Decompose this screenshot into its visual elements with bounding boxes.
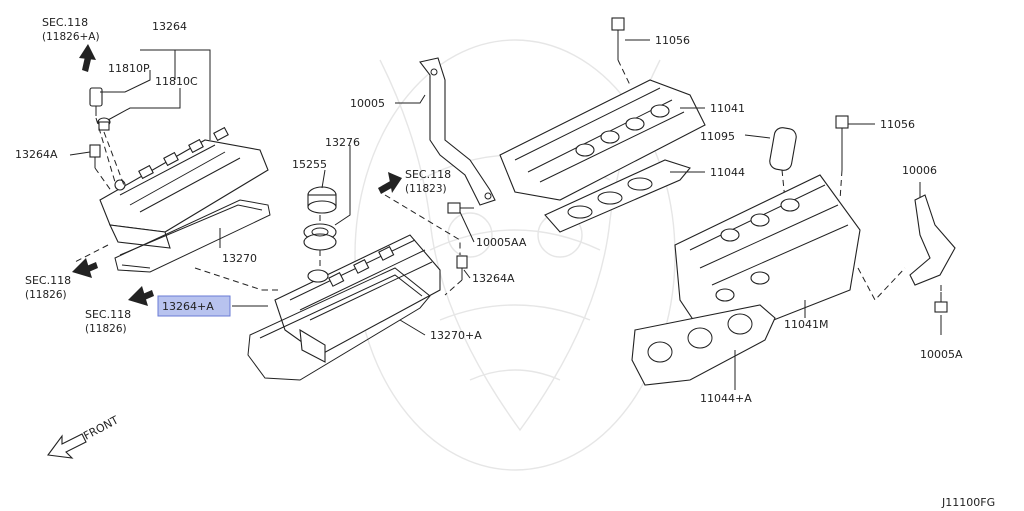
head-bolt-right[interactable] [835,115,849,170]
label-13270[interactable]: 13270 [222,252,257,265]
label-13264A-mid[interactable]: 13264A [472,272,515,285]
diagram-code: J11100FG [941,496,995,509]
label-sec118-lower-ref: (11826) [85,323,127,335]
head-gasket-lower[interactable] [631,304,776,386]
oil-filler-cap[interactable] [307,186,337,214]
head-bolt-top[interactable] [611,17,625,60]
head-gasket-upper[interactable] [544,159,691,233]
cover-bolt-center[interactable] [456,255,468,280]
label-11041M[interactable]: 11041M [784,318,828,331]
arrow-sec118-mid-icon [378,172,402,194]
leader-lines [69,39,942,390]
arrow-sec118-lower-icon [128,286,154,306]
label-front: FRONT [81,413,121,442]
label-sec118-mid-ref: (11823) [405,183,447,195]
bracket-10006[interactable] [909,194,956,286]
cylinder-head-lower[interactable] [674,174,861,346]
pcv-valve[interactable] [89,87,103,116]
label-sec118-left-ref: (11826) [25,289,67,301]
bolt-10005A[interactable] [934,292,948,313]
label-11056-right[interactable]: 11056 [880,118,915,131]
arrow-sec118-top-icon [79,44,96,72]
cylinder-head-upper[interactable] [499,79,706,201]
label-10006[interactable]: 10006 [902,164,937,177]
label-13264plusA[interactable]: 13264+A [162,300,214,313]
label-sec118-left: SEC.118 [25,274,71,287]
label-11810C[interactable]: 11810C [155,75,198,88]
label-15255[interactable]: 15255 [292,158,327,171]
label-sec118-mid: SEC.118 [405,168,451,181]
bracket-10005[interactable] [419,57,496,206]
rocker-cover-gasket-center[interactable] [247,267,431,381]
label-sec118-top-ref: (11826+A) [42,31,100,43]
label-11095[interactable]: 11095 [700,130,735,143]
front-arrow-icon [47,433,87,459]
label-13264[interactable]: 13264 [152,20,187,33]
label-10005AA[interactable]: 10005AA [476,236,527,249]
label-13270plusA[interactable]: 13270+A [430,329,482,342]
rocker-cover-left[interactable] [99,126,269,249]
oil-filler-seal[interactable] [303,223,337,251]
rocker-cover-center[interactable] [274,234,441,363]
label-13276[interactable]: 13276 [325,136,360,149]
label-10005A[interactable]: 10005A [920,348,963,361]
label-13264A-left[interactable]: 13264A [15,148,58,161]
arrow-sec118-left-icon [72,258,98,278]
label-11044plusA[interactable]: 11044+A [700,392,752,405]
dowel-pin[interactable] [769,126,798,171]
label-sec118-lower: SEC.118 [85,308,131,321]
pcv-grommet[interactable] [97,117,111,131]
rocker-cover-gasket-left[interactable] [114,199,271,273]
label-11041[interactable]: 11041 [710,102,745,115]
highlight-box-13264plusA[interactable] [157,295,231,317]
label-11810P[interactable]: 11810P [108,62,150,75]
cover-bolt-left[interactable] [89,144,101,168]
label-10005[interactable]: 10005 [350,97,385,110]
label-11044[interactable]: 11044 [710,166,745,179]
label-11056-top[interactable]: 11056 [655,34,690,47]
label-sec118-top: SEC.118 [42,16,88,29]
bolt-10005AA[interactable] [447,202,474,214]
